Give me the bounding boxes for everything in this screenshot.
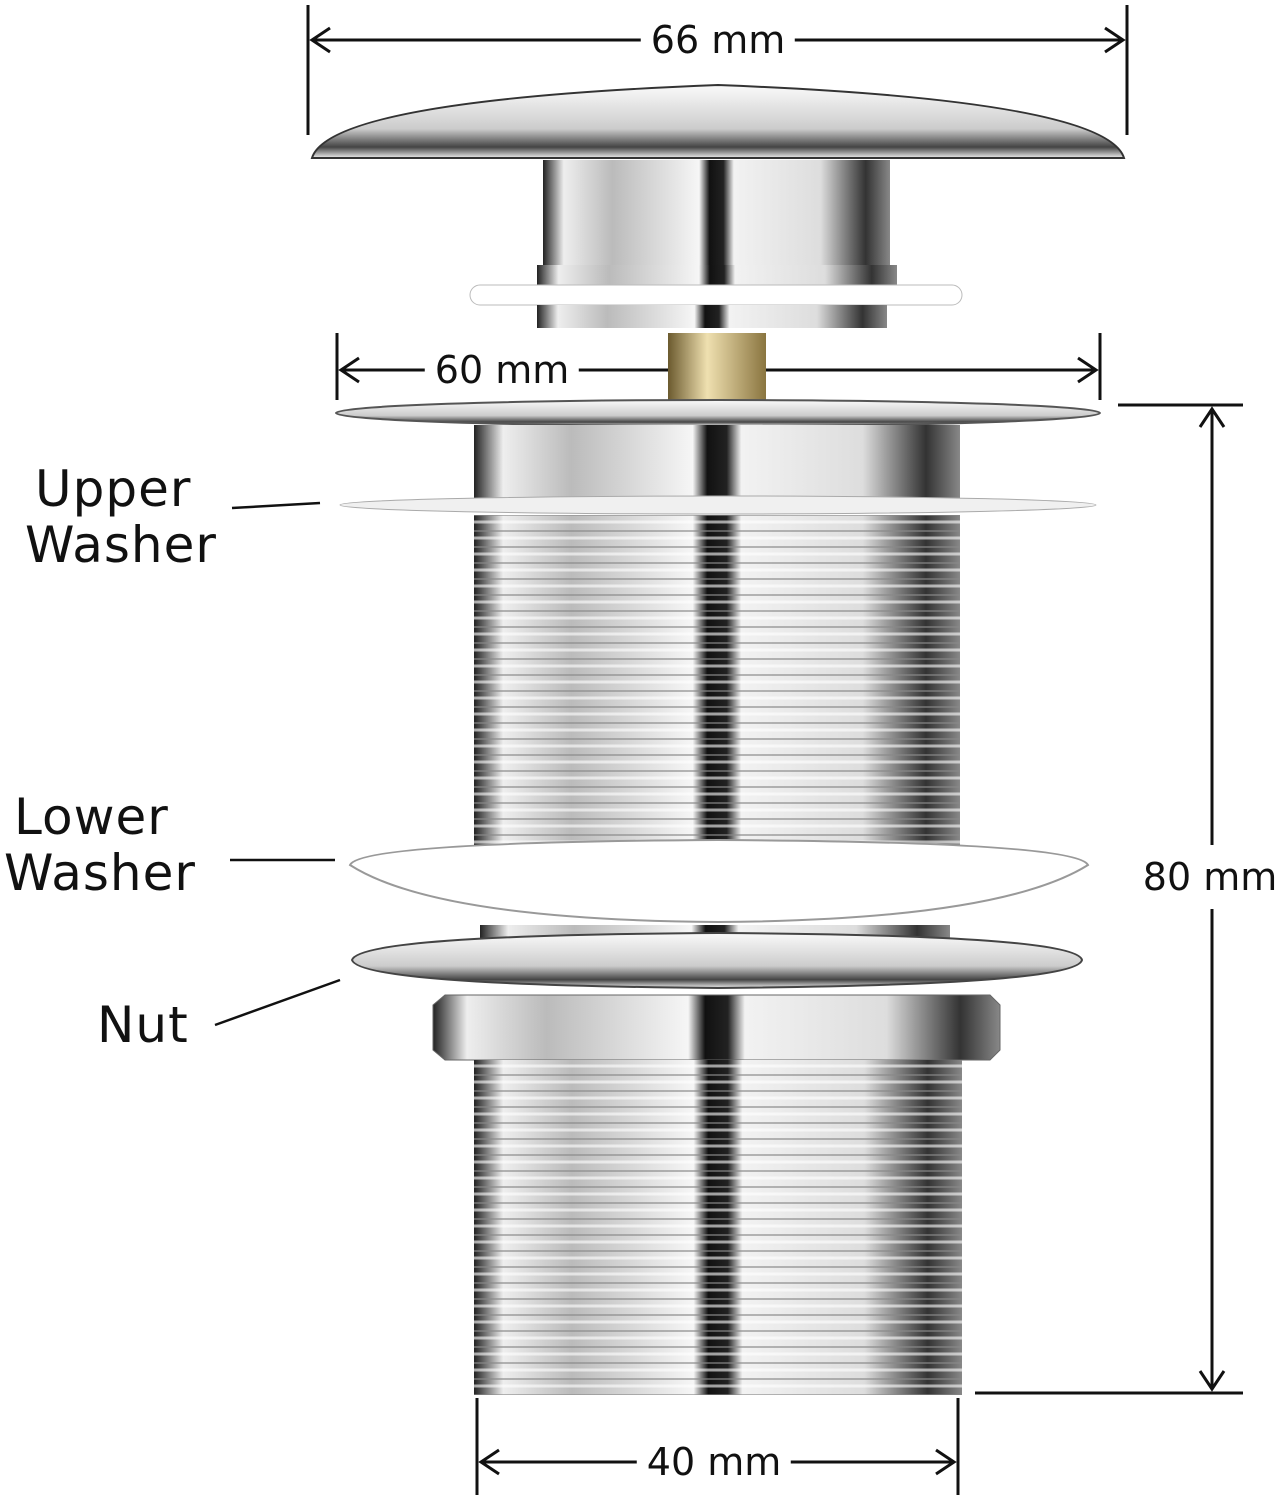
brass-pin (668, 333, 766, 410)
nut-flange (350, 931, 1084, 990)
upper-body (474, 425, 960, 505)
dimension-body-width: 40 mm (636, 1440, 792, 1484)
label-lower-washer-line2: Washer (4, 844, 196, 902)
cap-stem (543, 160, 890, 265)
label-upper-washer-line2: Washer (25, 516, 217, 574)
pop-up-cap (310, 83, 1126, 159)
lower-washer (348, 838, 1090, 924)
hex-nut (432, 994, 1001, 1061)
label-nut: Nut (97, 996, 189, 1054)
flange (335, 399, 1101, 427)
dimension-flange-width: 60 mm (424, 348, 580, 392)
dimension-height: 80 mm (1142, 845, 1278, 909)
upper-washer (339, 495, 1097, 515)
cap-seal (469, 284, 963, 306)
label-upper-washer-line1: Upper (35, 460, 192, 518)
dimension-top-width: 66 mm (640, 18, 796, 62)
label-lower-washer-line1: Lower (14, 788, 169, 846)
